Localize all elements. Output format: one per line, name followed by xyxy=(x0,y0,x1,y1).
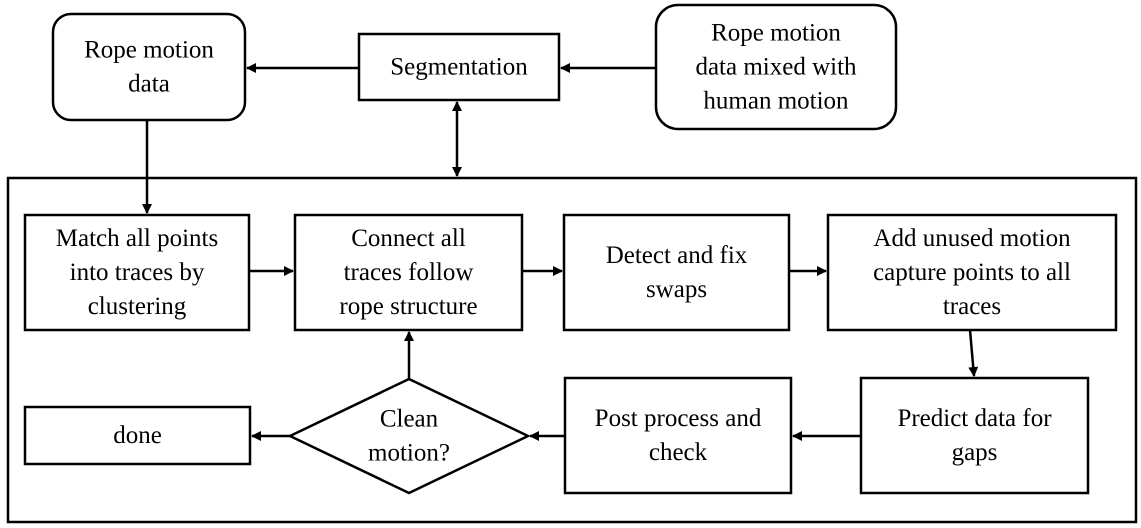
node-done: done xyxy=(23,405,252,466)
process-box xyxy=(563,376,793,495)
node-label-line: Predict data for xyxy=(897,405,1052,432)
process-box xyxy=(357,32,561,102)
node-label-line: traces xyxy=(943,293,1001,320)
node-label-line: Add unused motion xyxy=(873,225,1071,252)
arrow-add-unused-to-predict-gaps xyxy=(968,329,979,377)
node-label-line: human motion xyxy=(703,88,849,115)
node-label-line: data mixed with xyxy=(695,54,857,81)
node-label-line: Clean xyxy=(380,406,439,433)
node-rope-motion-data: Rope motion data xyxy=(51,12,247,122)
process-box xyxy=(23,405,252,466)
node-label-line: into traces by xyxy=(70,259,205,286)
node-label-line: motion? xyxy=(368,440,450,467)
node-label-line: check xyxy=(649,439,708,466)
process-box xyxy=(826,213,1118,332)
process-box xyxy=(562,213,791,332)
process-box xyxy=(293,213,524,332)
node-label-line: rope structure xyxy=(339,293,477,320)
node-label-line: Connect all xyxy=(351,225,466,252)
nodes-layer: Rope motion data Segmentation Rope motion da… xyxy=(23,3,1118,495)
node-clean-motion: Clean motion? xyxy=(287,377,531,495)
edges-layer xyxy=(142,63,979,441)
node-match-points: Match all points into traces by clustering xyxy=(23,213,251,332)
node-predict-gaps: Predict data for gaps xyxy=(859,376,1090,495)
rounded-box xyxy=(51,12,247,122)
node-label-line: capture points to all xyxy=(873,259,1071,286)
node-label-line: Rope motion xyxy=(711,20,841,47)
node-label-line: Rope motion xyxy=(84,37,214,64)
node-post-process: Post process and check xyxy=(563,376,793,495)
node-detect-swaps: Detect and fix swaps xyxy=(562,213,791,332)
process-container xyxy=(6,176,1138,524)
process-box xyxy=(23,213,251,332)
node-segmentation: Segmentation xyxy=(357,32,561,102)
process-box xyxy=(859,376,1090,495)
decision-diamond xyxy=(287,377,531,495)
node-label-line: Segmentation xyxy=(390,54,528,81)
node-label-line: traces follow xyxy=(344,259,474,286)
node-label-line: Detect and fix xyxy=(606,242,748,269)
node-add-unused: Add unused motion capture points to all tr… xyxy=(826,213,1118,332)
node-label-line: Match all points xyxy=(56,225,218,252)
node-label-line: swaps xyxy=(646,276,707,303)
node-connect-traces: Connect all traces follow rope structure xyxy=(293,213,524,332)
node-label-line: clustering xyxy=(88,293,187,320)
node-label-line: gaps xyxy=(952,439,998,466)
node-label-line: Post process and xyxy=(595,405,762,432)
node-label-line: done xyxy=(113,422,162,449)
node-label-line: data xyxy=(128,71,170,98)
node-mixed-data: Rope motion data mixed with human motion xyxy=(654,3,898,131)
rounded-box xyxy=(654,3,898,131)
